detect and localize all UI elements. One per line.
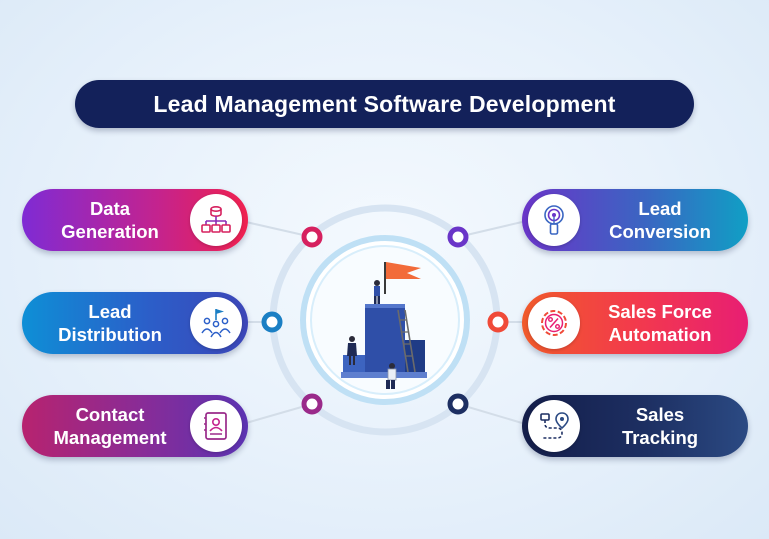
label-line: Distribution	[58, 324, 162, 345]
feature-label: Sales Force Automation	[580, 300, 740, 346]
feature-pill-lead-conversion: Lead Conversion	[522, 189, 748, 251]
feature-label: Lead Conversion	[580, 197, 740, 243]
ring-dot	[301, 393, 323, 415]
feature-pill-contact-management: Contact Management	[22, 395, 248, 457]
label-line: Management	[53, 427, 167, 448]
label-line: Sales Force	[608, 301, 712, 322]
feature-label: Contact Management	[30, 403, 190, 449]
label-line: Tracking	[621, 427, 699, 448]
feature-pill-sales-force-automation: Sales Force Automation	[522, 292, 748, 354]
connector-line	[245, 403, 313, 424]
label-line: Lead	[88, 301, 132, 322]
page-title: Lead Management Software Development	[153, 90, 616, 117]
route-pin-icon	[528, 400, 580, 452]
label-line: Contact	[75, 404, 145, 425]
target-user-icon	[528, 194, 580, 246]
ring-dot	[487, 311, 509, 333]
team-flag-icon	[190, 297, 242, 349]
label-line: Data	[89, 198, 131, 219]
ring-dot	[261, 311, 283, 333]
feature-label: Data Generation	[30, 197, 190, 243]
label-line: Automation	[608, 324, 712, 345]
label-line: Sales	[635, 404, 685, 425]
podium-illustration	[341, 262, 427, 389]
feature-label: Sales Tracking	[580, 403, 740, 449]
hierarchy-database-icon	[190, 194, 242, 246]
connector-line	[245, 221, 313, 238]
contact-card-icon	[190, 400, 242, 452]
feature-pill-lead-distribution: Lead Distribution	[22, 292, 248, 354]
ring-dot	[301, 226, 323, 248]
label-line: Conversion	[609, 221, 711, 242]
feature-pill-data-generation: Data Generation	[22, 189, 248, 251]
ring-dot	[447, 393, 469, 415]
feature-pill-sales-tracking: Sales Tracking	[522, 395, 748, 457]
connector-line	[457, 403, 523, 424]
connector-line	[457, 221, 523, 238]
percent-gear-icon	[528, 297, 580, 349]
ring-dot	[447, 226, 469, 248]
title-banner: Lead Management Software Development	[75, 80, 694, 128]
label-line: Lead	[638, 198, 682, 219]
label-line: Generation	[61, 221, 159, 242]
feature-label: Lead Distribution	[30, 300, 190, 346]
